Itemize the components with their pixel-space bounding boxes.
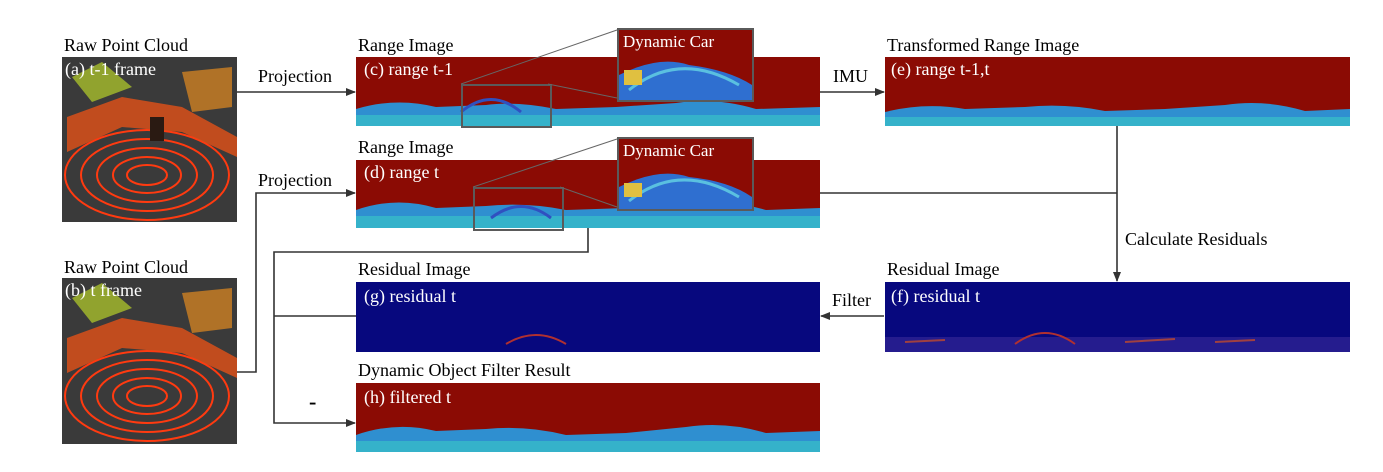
range-image-h-points [356,425,820,452]
transformed-range-image-heading: Transformed Range Image [887,35,1080,55]
filter-result-heading: Dynamic Object Filter Result [358,360,571,380]
range-image-e-tag: (e) range t-1,t [891,59,990,79]
minus-label: - [309,389,317,414]
projection-label-bottom: Projection [258,170,332,190]
residual-image-f-tag: (f) residual t [891,286,980,306]
residual-image-g-tag: (g) residual t [364,286,456,306]
residual-image-f-heading: Residual Image [887,259,1000,279]
transformed-range-image-e: (e) range t-1,t [885,57,1350,126]
range-image-c-inset-label: Dynamic Car [623,32,715,51]
calculate-residuals-label: Calculate Residuals [1125,229,1268,249]
residual-image-g-points [505,334,567,345]
imu-label: IMU [833,66,868,86]
raw-point-cloud-a-tag: (a) t-1 frame [65,59,156,79]
residual-image-f: (f) residual t [885,282,1350,352]
raw-point-cloud-a-image: (a) t-1 frame [62,57,237,222]
range-image-c-tag: (c) range t-1 [364,59,453,79]
range-image-d-inset-car [619,173,752,209]
point-cloud-b-render [64,283,237,442]
residual-image-g-heading: Residual Image [358,259,471,279]
range-image-d-tag: (d) range t [364,162,439,182]
range-image-d-zoom-box [473,187,564,231]
range-image-c-points [356,98,820,126]
arrow-b-to-d [237,189,356,373]
residual-image-g: (g) residual t [356,282,820,352]
line-d-to-h [273,228,589,427]
filter-label: Filter [832,290,871,310]
projection-label-top: Projection [258,66,332,86]
raw-point-cloud-b-heading: Raw Point Cloud [64,257,189,277]
raw-point-cloud-b-image: (b) t frame [62,278,237,444]
filtered-range-image-h: (h) filtered t [356,383,820,452]
range-image-h-tag: (h) filtered t [364,387,451,407]
range-image-d-inset: Dynamic Car [617,137,754,211]
raw-point-cloud-b-tag: (b) t frame [65,280,142,300]
residual-image-f-points [885,332,1350,352]
range-image-d-heading: Range Image [358,137,454,157]
range-image-c-inset-car [619,61,752,100]
point-cloud-a-render [64,62,237,221]
range-image-e-points [885,103,1350,126]
range-image-c-inset: Dynamic Car [617,28,754,102]
range-image-c-zoom-box [461,84,552,128]
range-image-c-heading: Range Image [358,35,454,55]
raw-point-cloud-a-heading: Raw Point Cloud [64,35,189,55]
range-image-d-inset-label: Dynamic Car [623,141,715,160]
